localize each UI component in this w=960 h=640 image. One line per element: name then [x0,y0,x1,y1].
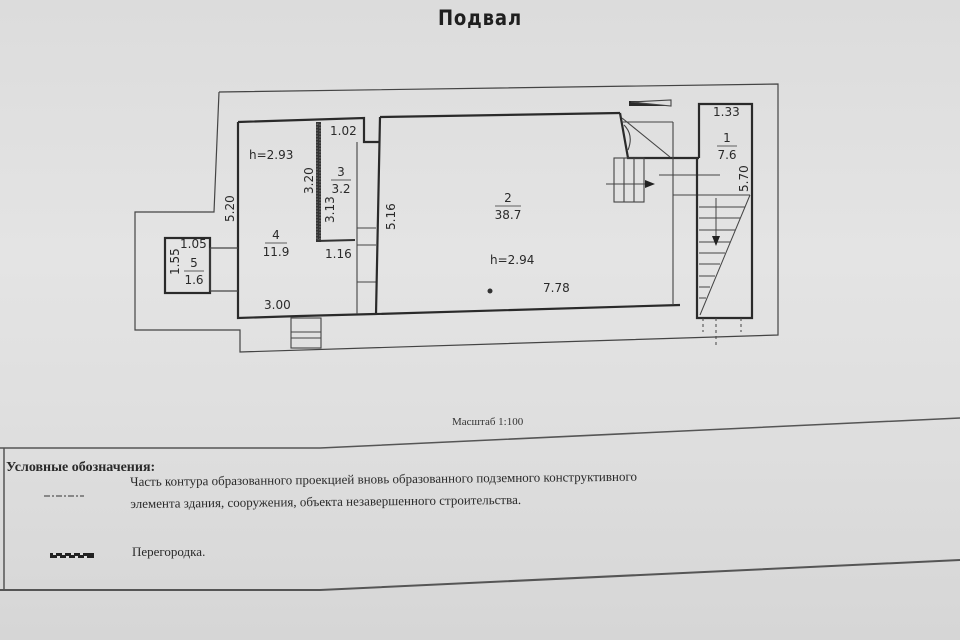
room-1-number: 1 [723,131,731,145]
room-1-dashed [702,318,742,345]
partition-hatch-icon [50,553,94,558]
arrow-right-icon [645,180,655,188]
legend-frame [0,417,960,591]
room-3-dim-top: 1.02 [330,124,357,138]
page-title: Подвал [437,6,523,30]
room-1-steps [699,194,751,316]
room-1-area: 7.6 [717,148,736,162]
room-3-number: 3 [337,165,345,179]
room-1-walls [695,102,754,320]
room-4-height: h=2.93 [249,148,293,162]
room-5-area: 1.6 [184,273,203,287]
stair-area [606,99,720,305]
room-3-dim-bottom: 1.16 [325,247,352,261]
legend-item-contour: Часть контура образованного проекцией вн… [130,466,637,515]
room-2-dim-height: 5.16 [384,203,398,230]
corridor [356,142,376,314]
room-3-dim-left: 3.20 [302,167,316,194]
room-1-dim-length: 5.70 [737,165,751,192]
scale-label: Масштаб 1:100 [452,416,524,428]
marker-dot-icon [487,288,493,294]
partition-hatch [315,122,356,242]
room-2-dim-width: 7.78 [543,281,570,295]
room-4-area: 11.9 [263,245,290,259]
room-4-dim-length: 5.20 [223,195,237,222]
room-4-number: 4 [272,228,280,242]
room-4-dim-width: 3.00 [264,298,291,312]
room-2-height: h=2.94 [490,253,534,267]
room-5-connector [209,247,238,292]
room-2-walls [374,111,699,316]
outer-outline [134,83,779,353]
room-2-dashed [375,112,681,315]
floor-plan: h=2.93 5.20 4 11.9 3.00 1.02 3.20 3 3.2 … [134,83,779,353]
dash-dot-line-icon [44,495,84,497]
room-2-area: 38.7 [495,208,522,222]
room-2-number: 2 [504,191,512,205]
room-3-dim-right: 3.13 [323,196,337,223]
entry-steps [290,317,322,349]
legend-title: Условные обозначения: [6,460,156,475]
arrow-down-icon [712,236,720,246]
room-5-dim-top: 1.05 [180,237,207,251]
room-1-dim-top: 1.33 [713,105,740,119]
room-3-area: 3.2 [331,182,350,196]
legend-item-partition: Перегородка. [132,544,206,559]
room-5-number: 5 [190,256,198,270]
room-5-dim-side: 1.55 [168,248,182,275]
room-4-walls [236,116,380,320]
